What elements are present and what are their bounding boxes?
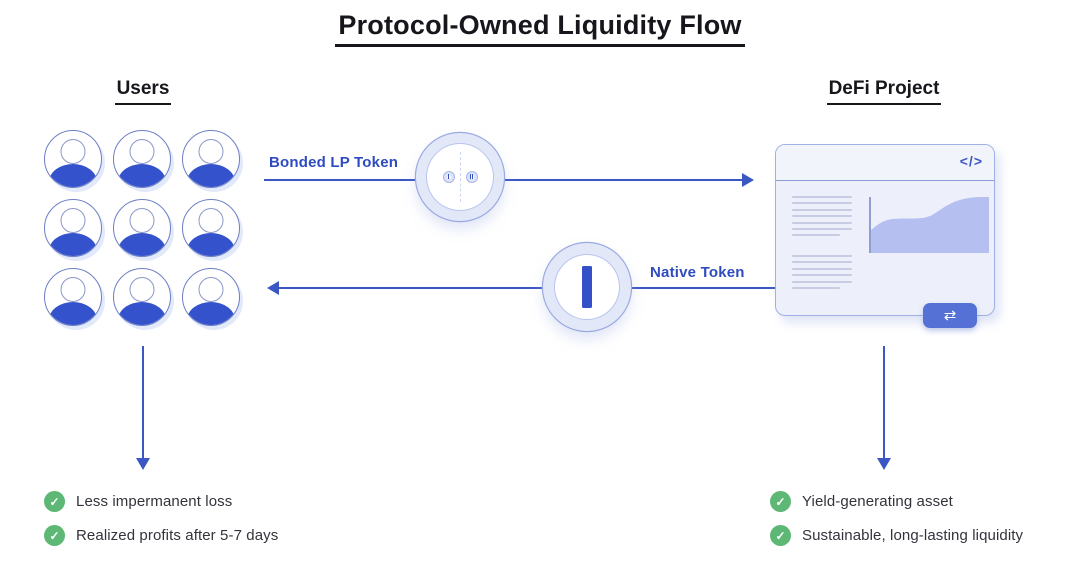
page-title: Protocol-Owned Liquidity Flow bbox=[335, 10, 745, 47]
text-line bbox=[792, 221, 852, 224]
native-coin-numeral-one-icon bbox=[582, 266, 592, 308]
avatar-body bbox=[118, 302, 166, 325]
defi-benefit-text: Sustainable, long-lasting liquidity bbox=[802, 527, 1024, 544]
text-placeholder-block bbox=[792, 255, 852, 293]
users-benefit-text: Less impermanent loss bbox=[76, 493, 233, 510]
lp-token-coin-face: I II bbox=[427, 144, 493, 210]
defi-benefits-arrowhead-icon bbox=[877, 458, 891, 470]
code-icon: </> bbox=[959, 153, 983, 169]
text-line bbox=[792, 255, 852, 257]
native-token-coin-face bbox=[555, 255, 619, 319]
avatar bbox=[113, 268, 171, 326]
avatar bbox=[44, 199, 102, 257]
avatar-body bbox=[187, 302, 235, 325]
users-benefit-row: ✓ Realized profits after 5-7 days bbox=[44, 525, 278, 546]
text-line bbox=[792, 215, 852, 218]
text-line bbox=[792, 261, 852, 264]
native-token-arrowhead-icon bbox=[267, 281, 279, 295]
text-line bbox=[792, 196, 852, 198]
defi-project-heading: DeFi Project bbox=[784, 78, 984, 105]
growth-chart bbox=[869, 197, 989, 253]
browser-header: </> bbox=[776, 145, 994, 181]
avatar bbox=[113, 130, 171, 188]
defi-project-window: </> bbox=[775, 144, 995, 328]
text-line bbox=[792, 202, 852, 205]
check-glyph: ✓ bbox=[49, 494, 60, 509]
users-heading-text: Users bbox=[114, 78, 172, 105]
check-glyph: ✓ bbox=[775, 528, 786, 543]
text-line bbox=[792, 208, 852, 211]
avatar-head bbox=[198, 277, 224, 302]
check-glyph: ✓ bbox=[775, 494, 786, 509]
users-heading: Users bbox=[63, 78, 223, 105]
avatar-body bbox=[49, 233, 97, 256]
users-benefit-row: ✓ Less impermanent loss bbox=[44, 491, 232, 512]
bonded-lp-token-label: Bonded LP Token bbox=[269, 154, 399, 171]
users-avatar-grid bbox=[44, 130, 240, 326]
avatar-head bbox=[60, 139, 86, 164]
check-icon: ✓ bbox=[44, 525, 65, 546]
text-line bbox=[792, 280, 852, 283]
avatar bbox=[44, 130, 102, 188]
avatar-head bbox=[129, 208, 155, 233]
text-placeholder-block bbox=[792, 196, 852, 241]
users-benefits-arrowhead-icon bbox=[136, 458, 150, 470]
avatar bbox=[182, 199, 240, 257]
avatar-body bbox=[118, 164, 166, 187]
check-icon: ✓ bbox=[770, 491, 791, 512]
check-icon: ✓ bbox=[770, 525, 791, 546]
avatar bbox=[182, 130, 240, 188]
avatar-head bbox=[60, 277, 86, 302]
title-wrap: Protocol-Owned Liquidity Flow bbox=[0, 10, 1080, 47]
check-icon: ✓ bbox=[44, 491, 65, 512]
avatar-head bbox=[129, 277, 155, 302]
avatar-body bbox=[187, 164, 235, 187]
lp-coin-numeral-one-text: I bbox=[447, 173, 450, 181]
defi-project-heading-text: DeFi Project bbox=[826, 78, 942, 105]
defi-benefit-text: Yield-generating asset bbox=[802, 493, 953, 510]
lp-token-coin-icon: I II bbox=[416, 133, 504, 221]
swap-button: ⇄ bbox=[923, 303, 977, 328]
avatar-body bbox=[187, 233, 235, 256]
defi-benefit-row: ✓ Sustainable, long-lasting liquidity bbox=[770, 525, 1023, 546]
text-line bbox=[792, 267, 852, 270]
avatar-head bbox=[198, 139, 224, 164]
avatar-body bbox=[49, 164, 97, 187]
avatar bbox=[182, 268, 240, 326]
users-benefit-text: Realized profits after 5-7 days bbox=[76, 527, 279, 544]
bonded-lp-arrowhead-icon bbox=[742, 173, 754, 187]
avatar-body bbox=[49, 302, 97, 325]
defi-benefit-row: ✓ Yield-generating asset bbox=[770, 491, 953, 512]
text-line bbox=[792, 274, 852, 277]
avatar-body bbox=[118, 233, 166, 256]
swap-icon: ⇄ bbox=[943, 307, 957, 324]
text-line bbox=[792, 234, 840, 237]
avatar-head bbox=[198, 208, 224, 233]
lp-coin-numeral-one-icon: I bbox=[443, 172, 454, 182]
lp-coin-numeral-two-icon: II bbox=[466, 172, 477, 182]
avatar-head bbox=[60, 208, 86, 233]
growth-chart-area bbox=[870, 197, 989, 253]
avatar bbox=[113, 199, 171, 257]
native-token-coin-icon bbox=[543, 243, 631, 331]
avatar-head bbox=[129, 139, 155, 164]
text-line bbox=[792, 286, 840, 289]
check-glyph: ✓ bbox=[49, 528, 60, 543]
avatar bbox=[44, 268, 102, 326]
lp-coin-numeral-two-text: II bbox=[469, 173, 474, 181]
lp-coin-divider bbox=[459, 152, 461, 202]
browser-content: ⇄ bbox=[776, 181, 994, 328]
native-token-label: Native Token bbox=[650, 264, 745, 281]
text-line bbox=[792, 227, 852, 230]
